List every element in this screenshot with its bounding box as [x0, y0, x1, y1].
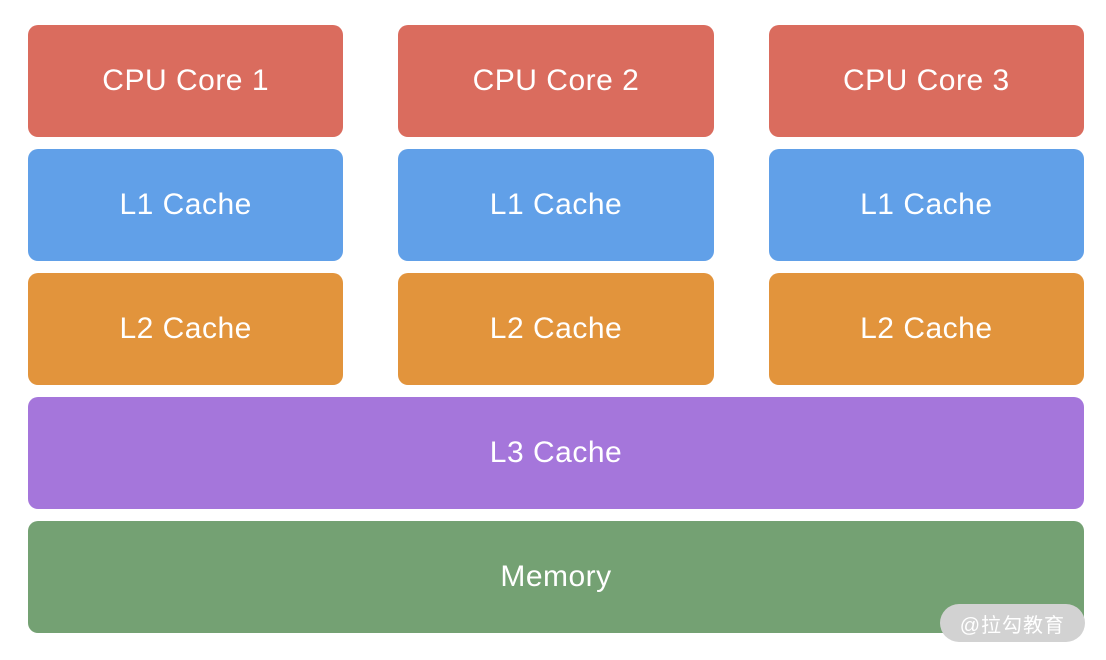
- cpu-core-3-label: CPU Core 3: [842, 64, 1010, 97]
- l2-cache-label-2: L2 Cache: [489, 312, 623, 345]
- l1-cache-box-3: L1 Cache: [768, 149, 1084, 261]
- l2-cache-label-1: L2 Cache: [119, 312, 252, 345]
- cpu-core-1-box: CPU Core 1: [28, 25, 344, 137]
- cpu-core-1-label: CPU Core 1: [102, 64, 270, 97]
- watermark-text: @拉勾教育: [959, 614, 1065, 637]
- l2-cache-label-3: L2 Cache: [860, 312, 993, 345]
- watermark-badge: @拉勾教育: [939, 604, 1085, 642]
- l2-cache-box-3: L2 Cache: [768, 273, 1084, 385]
- cache-hierarchy-grid: CPU Core 1 CPU Core 2 CPU Core 3 L1 Cach…: [28, 25, 1084, 633]
- l1-cache-label-1: L1 Cache: [119, 188, 252, 221]
- memory-box: Memory: [28, 521, 1084, 633]
- l1-cache-label-3: L1 Cache: [860, 188, 993, 221]
- cpu-core-2-label: CPU Core 2: [472, 64, 640, 97]
- l1-cache-label-2: L1 Cache: [489, 188, 623, 221]
- l1-cache-box-1: L1 Cache: [28, 149, 344, 261]
- l2-cache-box-2: L2 Cache: [398, 273, 714, 385]
- cpu-core-3-box: CPU Core 3: [768, 25, 1084, 137]
- l2-cache-box-1: L2 Cache: [28, 273, 344, 385]
- l3-cache-label: L3 Cache: [489, 436, 623, 469]
- cpu-core-2-box: CPU Core 2: [398, 25, 714, 137]
- l1-cache-box-2: L1 Cache: [398, 149, 714, 261]
- memory-label: Memory: [500, 560, 612, 593]
- l3-cache-box: L3 Cache: [28, 397, 1084, 509]
